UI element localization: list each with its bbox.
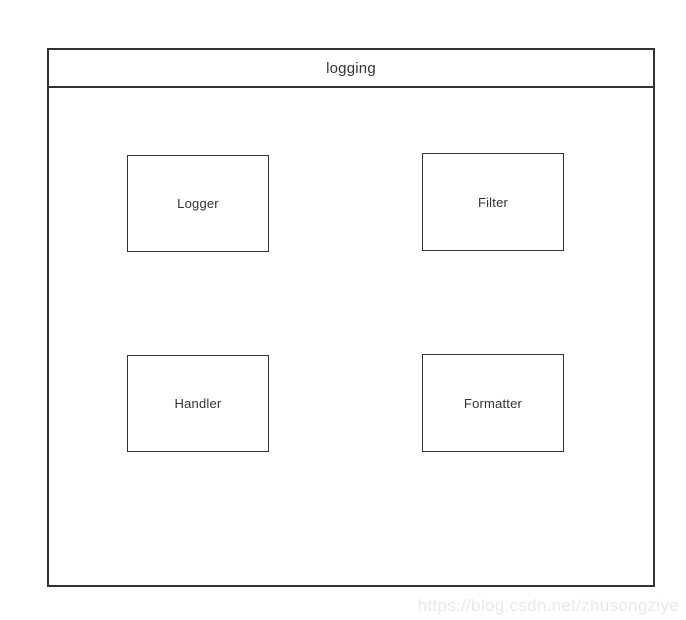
node-logger-label: Logger [177,196,219,211]
package-title: logging [326,59,376,77]
watermark-url: https://blog.csdn.net/zhusongziye [417,596,679,615]
node-logger: Logger [127,155,269,252]
node-filter-label: Filter [477,194,509,210]
node-formatter-label: Formatter [463,395,523,411]
package-title-bar: logging [49,50,653,88]
logging-package-frame: logging Logger Filter Handler Formatter [47,48,655,587]
node-filter: Filter [422,153,564,251]
node-handler: Handler [127,355,269,452]
node-handler-label: Handler [174,396,222,411]
node-formatter: Formatter [422,354,564,452]
